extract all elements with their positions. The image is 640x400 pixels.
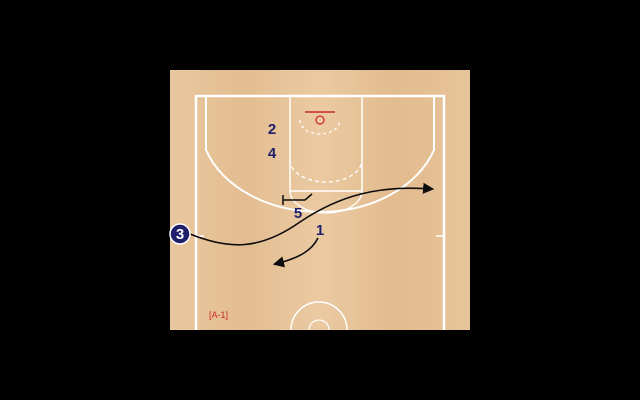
screen-cut-path (304, 193, 313, 201)
player-5-label: 5 (294, 205, 302, 222)
player-2-label: 2 (268, 121, 276, 138)
player-3-cut-path (189, 182, 435, 246)
center-circle (290, 301, 348, 331)
player-3-label: 3 (176, 226, 184, 243)
player-4-label: 4 (268, 145, 277, 162)
hoop-icon (315, 115, 325, 125)
free-throw-circle (289, 159, 363, 183)
player-3-token (169, 223, 191, 245)
three-point-line (205, 96, 435, 213)
center-circle-inner (308, 319, 330, 331)
play-code-caption: [A-1] (209, 310, 228, 320)
restricted-area (299, 119, 341, 135)
court-floor (170, 70, 470, 330)
player-1-label: 1 (316, 222, 324, 239)
paint-lane (289, 95, 363, 192)
player-1-dribble-path (272, 237, 319, 268)
